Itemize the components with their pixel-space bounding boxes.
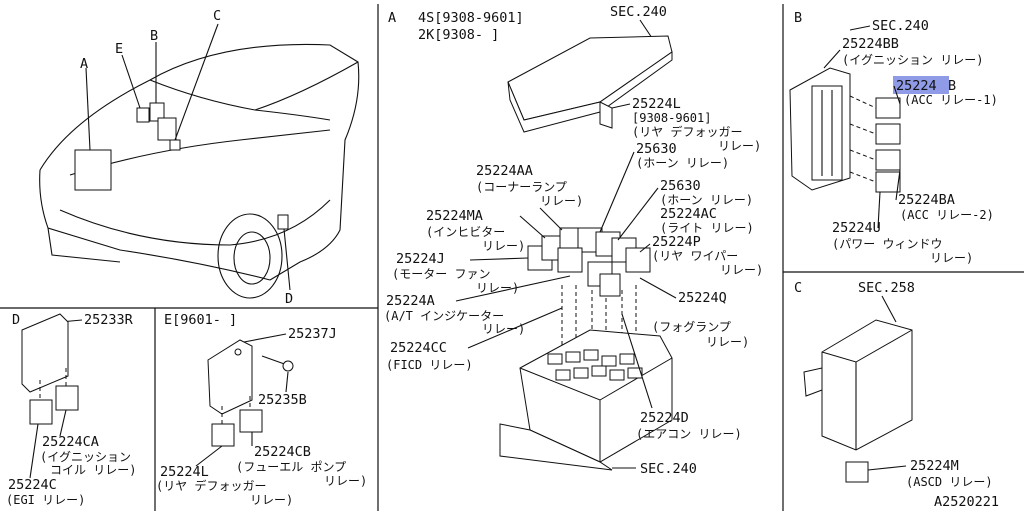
section-a-sec-bottom: SEC.240 [640, 461, 697, 477]
label-25224ca-desc1: (イグニッション [40, 450, 131, 464]
label-25224b-suffix: B [948, 78, 956, 94]
section-b-sec: SEC.240 [872, 18, 929, 34]
car-marker-d: D [285, 291, 293, 307]
label-25224ac-num: 25224AC [660, 206, 717, 222]
label-25224l-num: 25224L [632, 96, 681, 112]
relay-base-box [499, 329, 673, 471]
label-25224l-desc3: リレー) [718, 139, 761, 153]
label-25224ac-desc: (ライト リレー) [660, 221, 754, 235]
label-25224b-desc: (ACC リレー-1) [904, 93, 998, 107]
label-25224aa-desc1: (コーナーランプ [476, 180, 567, 194]
label-25224p-num: 25224P [652, 234, 701, 250]
ascd-unit [803, 319, 913, 483]
car-marker-a: A [80, 56, 88, 72]
label-25224ca-num: 25224CA [42, 434, 99, 450]
label-25224m-num: 25224M [910, 458, 959, 474]
label-25224cc-desc: (FICD リレー) [386, 358, 473, 372]
label-25233r: 25233R [84, 312, 134, 328]
label-25224a-desc2: リレー) [482, 322, 525, 336]
label-25224cb-desc2: リレー) [324, 474, 367, 488]
label-25237j: 25237J [288, 326, 337, 342]
section-c-sec: SEC.258 [858, 280, 915, 296]
label-25224cb-num: 25224CB [254, 444, 311, 460]
diagram-code: A2520221 [934, 494, 999, 510]
label-25224m-desc: (ASCD リレー) [906, 475, 993, 489]
label-25224d-desc: (エアコン リレー) [636, 427, 742, 441]
label-e-25224l-desc1: (リヤ デフォッガー [156, 478, 266, 493]
label-25224ma-num: 25224MA [426, 208, 483, 224]
label-25224u-desc2: リレー) [930, 251, 973, 265]
label-25224j-num: 25224J [396, 251, 445, 267]
label-25224j-desc1: (モーター ファン [392, 267, 490, 281]
label-25224p-desc1: (リヤ ワイパー [652, 249, 738, 263]
panel-dividers [0, 4, 1024, 511]
label-25224cb-desc1: (フューエル ポンプ [236, 460, 346, 474]
label-25630a-desc: (ホーン リレー) [636, 156, 729, 170]
label-25224u-num: 25224U [832, 220, 881, 236]
label-25224bb-desc: (イグニッション リレー) [842, 53, 983, 67]
section-d-letter: D [12, 312, 20, 328]
label-25224ba-desc: (ACC リレー-2) [900, 208, 994, 222]
label-25224q-desc2: リレー) [706, 335, 749, 349]
section-a-letter: A [388, 10, 396, 26]
label-25224c-desc: (EGI リレー) [6, 493, 85, 507]
section-c-letter: C [794, 280, 802, 296]
car-marker-b: B [150, 28, 158, 44]
bracket-e [207, 339, 294, 447]
label-25224bb-num: 25224BB [842, 36, 899, 52]
relay-cluster-a [527, 227, 651, 297]
fuse-box-cover [507, 35, 673, 133]
bracket-d [21, 313, 79, 425]
label-25224ma-desc2: リレー) [482, 239, 525, 253]
label-25224a-desc1: (A/T インジケーター [384, 309, 504, 323]
car-overview-drawing [39, 23, 360, 299]
label-25224l-desc1: [9308-9601] [632, 111, 711, 125]
label-25224a-num: 25224A [386, 293, 435, 309]
car-marker-c: C [213, 8, 221, 24]
label-25224cc-num: 25224CC [390, 340, 447, 356]
section-a-sec-top: SEC.240 [610, 4, 667, 20]
label-25224p-desc2: リレー) [720, 263, 763, 277]
label-25224d-num: 25224D [640, 410, 689, 426]
label-e-25224l-num: 25224L [160, 464, 209, 480]
label-e-25224l-desc2: リレー) [250, 493, 293, 507]
label-25224ma-desc1: (インヒビター [426, 225, 505, 239]
section-a-range-1: 4S[9308-9601] [418, 10, 524, 26]
label-25224b-num: 25224 [896, 78, 937, 94]
car-marker-e: E [115, 41, 123, 57]
highlight-25224b [893, 76, 949, 94]
label-25224l-desc2: (リヤ デフォッガー [632, 124, 742, 139]
label-25224c-num: 25224C [8, 477, 57, 493]
section-a-range-2: 2K[9308- ] [418, 27, 499, 43]
label-25224q-desc1: (フォグランプ [652, 320, 731, 334]
label-25224aa-desc2: リレー) [540, 194, 583, 208]
label-25224ca-desc2: コイル リレー) [50, 463, 136, 477]
label-25224ba-num: 25224BA [898, 192, 955, 208]
label-25224u-desc1: (パワー ウィンドウ [832, 237, 942, 251]
label-25630b-desc: (ホーン リレー) [660, 193, 753, 207]
label-25224aa-num: 25224AA [476, 163, 533, 179]
label-25224q-num: 25224Q [678, 290, 727, 306]
label-25224j-desc2: リレー) [476, 281, 519, 295]
relay-block-b [789, 67, 901, 193]
label-25630b-num: 25630 [660, 178, 701, 194]
label-25630a-num: 25630 [636, 141, 677, 157]
section-e-header: E[9601- ] [164, 312, 237, 328]
label-25235b: 25235B [258, 392, 307, 408]
section-b-letter: B [794, 10, 802, 26]
